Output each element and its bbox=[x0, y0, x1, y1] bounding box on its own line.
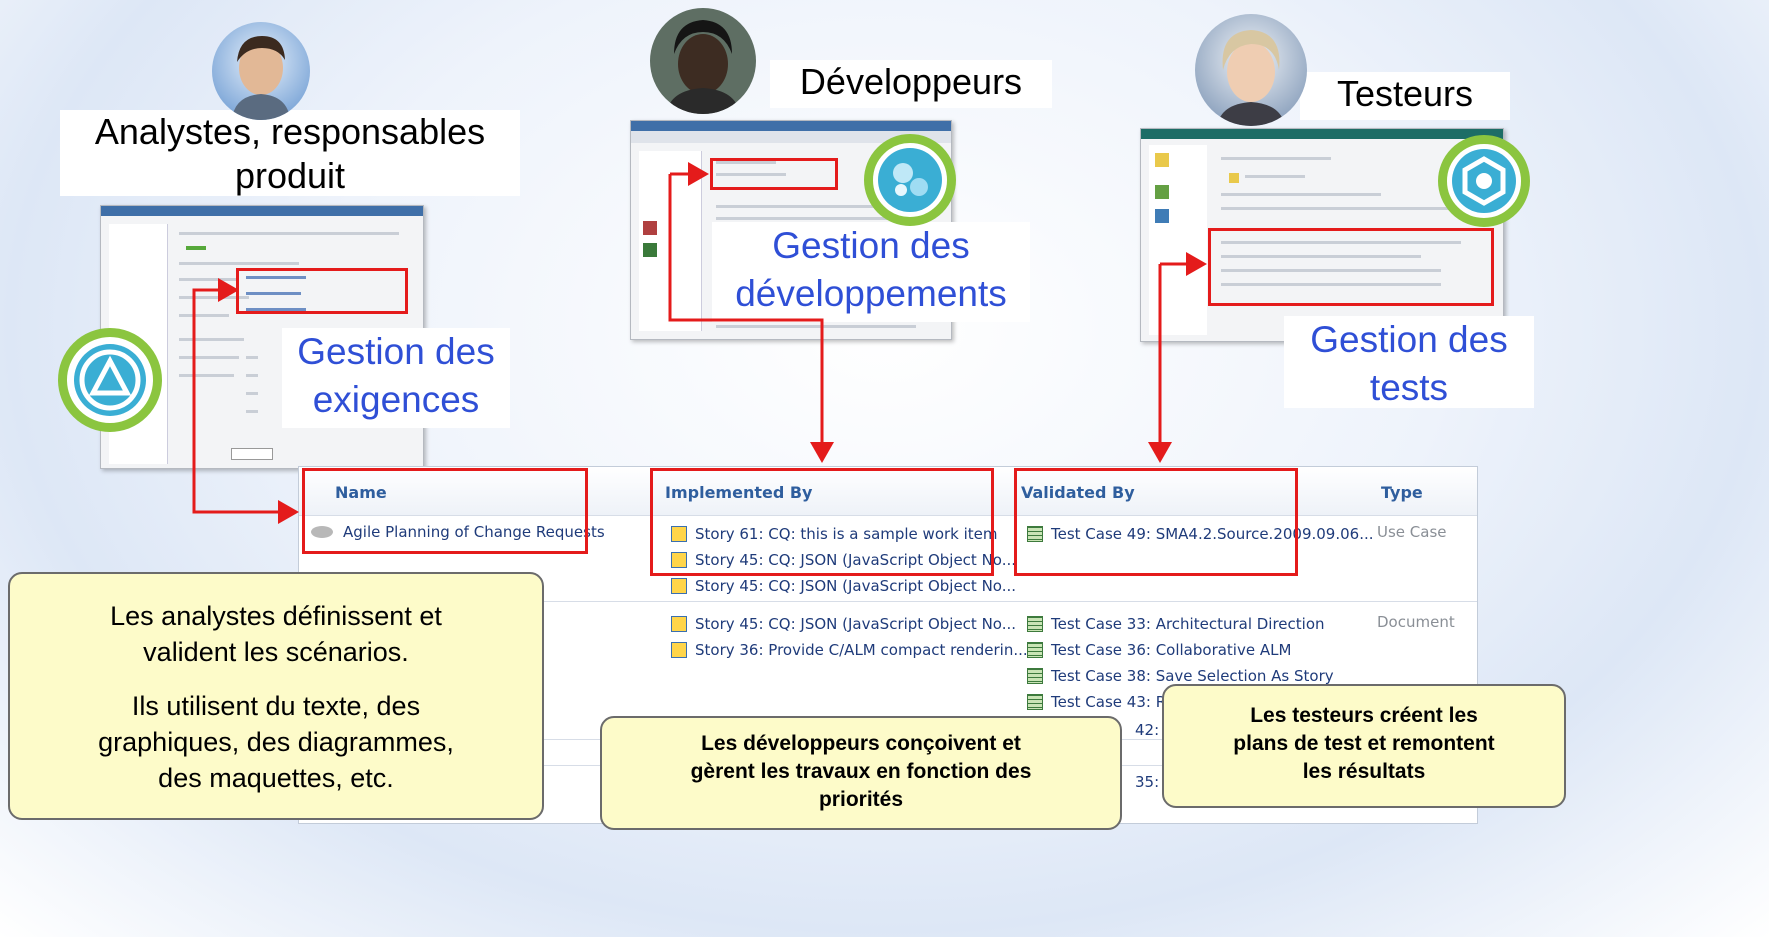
column-header-name[interactable]: Name bbox=[335, 483, 387, 502]
type-value: Use Case bbox=[1377, 523, 1447, 541]
developers-callout: Les développeurs conçoivent et gèrent le… bbox=[600, 716, 1122, 830]
test-case-link[interactable]: Test Case 36: Collaborative ALM bbox=[1027, 641, 1291, 659]
developers-label: Développeurs bbox=[770, 60, 1052, 108]
highlight-development-shot bbox=[710, 158, 838, 190]
development-area-label: Gestion des développements bbox=[712, 222, 1030, 322]
story-icon bbox=[671, 642, 687, 658]
tests-area-label: Gestion des tests bbox=[1284, 316, 1534, 408]
tests-icon bbox=[1438, 135, 1530, 227]
column-header-validated-by[interactable]: Validated By bbox=[1021, 483, 1135, 502]
highlight-name-column bbox=[302, 468, 588, 554]
requirements-area-label: Gestion des exigences bbox=[282, 328, 510, 428]
test-case-icon bbox=[1027, 526, 1043, 542]
development-icon bbox=[864, 134, 956, 226]
test-case-icon bbox=[1027, 642, 1043, 658]
column-header-implemented-by[interactable]: Implemented By bbox=[665, 483, 813, 502]
test-case-icon bbox=[1027, 694, 1043, 710]
highlight-implemented-column bbox=[650, 468, 994, 576]
column-header-type[interactable]: Type bbox=[1381, 483, 1423, 502]
story-link[interactable]: Story 45: CQ: JSON (JavaScript Object No… bbox=[671, 551, 1016, 569]
test-case-link[interactable]: Test Case 43: R bbox=[1027, 693, 1166, 711]
story-icon bbox=[671, 526, 687, 542]
analysts-label: Analystes, responsables produit bbox=[60, 110, 520, 196]
story-link[interactable]: Story 61: CQ: this is a sample work item bbox=[671, 525, 998, 543]
requirements-icon bbox=[58, 328, 162, 432]
story-icon bbox=[671, 578, 687, 594]
highlight-tests-shot bbox=[1208, 228, 1494, 306]
table-row-name[interactable]: Agile Planning of Change Requests bbox=[311, 523, 605, 541]
story-link[interactable]: Story 45: CQ: JSON (JavaScript Object No… bbox=[671, 615, 1016, 633]
test-case-link[interactable]: Test Case 33: Architectural Direction bbox=[1027, 615, 1325, 633]
highlight-validated-column bbox=[1014, 468, 1298, 576]
test-case-icon bbox=[1027, 616, 1043, 632]
developer-avatar bbox=[650, 8, 756, 114]
story-link[interactable]: Story 36: Provide C/ALM compact renderin… bbox=[671, 641, 1028, 659]
requirement-icon bbox=[311, 526, 333, 538]
tester-avatar bbox=[1195, 14, 1307, 126]
story-link[interactable]: Story 45: CQ: JSON (JavaScript Object No… bbox=[671, 577, 1016, 595]
story-icon bbox=[671, 616, 687, 632]
type-value: Document bbox=[1377, 613, 1455, 631]
analyst-avatar bbox=[212, 22, 310, 120]
test-case-link[interactable]: Test Case 38: Save Selection As Story bbox=[1027, 667, 1334, 685]
analysts-callout: Les analystes définissent et valident le… bbox=[8, 572, 544, 820]
test-case-icon bbox=[1027, 668, 1043, 684]
testers-label: Testeurs bbox=[1300, 72, 1510, 120]
testers-callout: Les testeurs créent les plans de test et… bbox=[1162, 684, 1566, 808]
test-case-link[interactable]: Test Case 49: SMA4.2.Source.2009.09.06..… bbox=[1027, 525, 1374, 543]
story-icon bbox=[671, 552, 687, 568]
